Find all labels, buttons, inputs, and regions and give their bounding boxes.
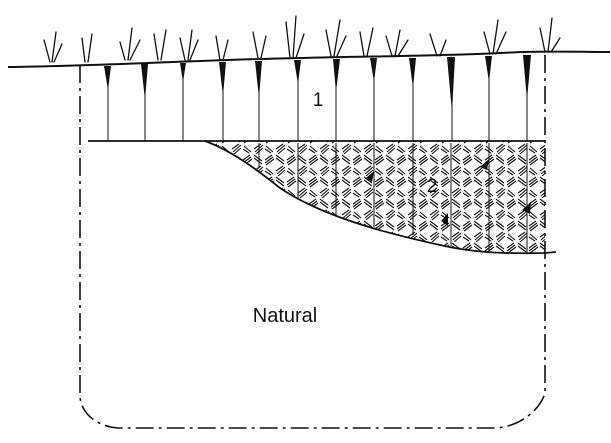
ground-surface-line [8, 52, 610, 67]
natural-label: Natural [253, 305, 317, 327]
grass-tufts [44, 16, 560, 62]
layer-1-label: 1 [313, 90, 324, 111]
layer-2-label: 2 [427, 176, 438, 197]
layer-2-fill [205, 141, 545, 253]
